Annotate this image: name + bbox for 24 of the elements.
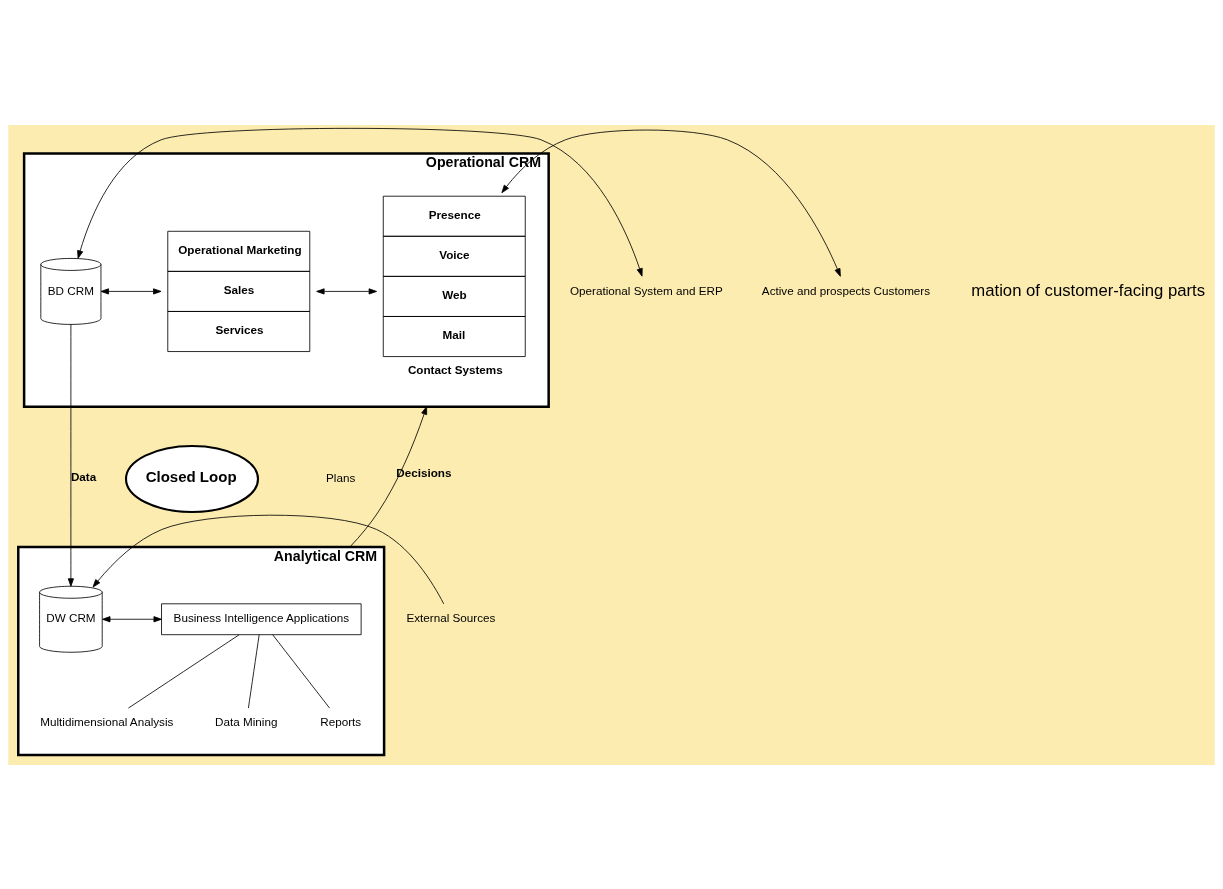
edge-label: Data bbox=[70, 469, 97, 483]
connector bbox=[128, 633, 240, 708]
arrow bbox=[77, 127, 643, 277]
connector bbox=[248, 633, 260, 708]
edge-label: Decisions bbox=[396, 465, 452, 479]
connector bbox=[272, 633, 330, 708]
node-text: Data Mining bbox=[215, 714, 278, 728]
node-text: Operational System and ERP bbox=[570, 283, 723, 297]
node-text: Reports bbox=[320, 714, 362, 728]
label: mation of customer-facing parts bbox=[971, 280, 1206, 300]
node-text: External Sources bbox=[406, 610, 496, 624]
node-ellipse: Closed Loop bbox=[124, 444, 260, 513]
arrow bbox=[102, 615, 162, 622]
arrow bbox=[501, 129, 841, 277]
arrow bbox=[349, 405, 428, 547]
label: Plans bbox=[326, 470, 356, 484]
node-label: Contact Systems bbox=[407, 362, 503, 376]
arrow bbox=[92, 514, 445, 604]
node-box: Business Intelligence Applications bbox=[161, 602, 362, 635]
arrow bbox=[316, 287, 377, 294]
arrow bbox=[100, 287, 162, 294]
node-text: Active and prospects Customers bbox=[761, 283, 931, 297]
node-text: Multidimensional Analysis bbox=[40, 714, 174, 728]
arrow bbox=[67, 323, 74, 587]
